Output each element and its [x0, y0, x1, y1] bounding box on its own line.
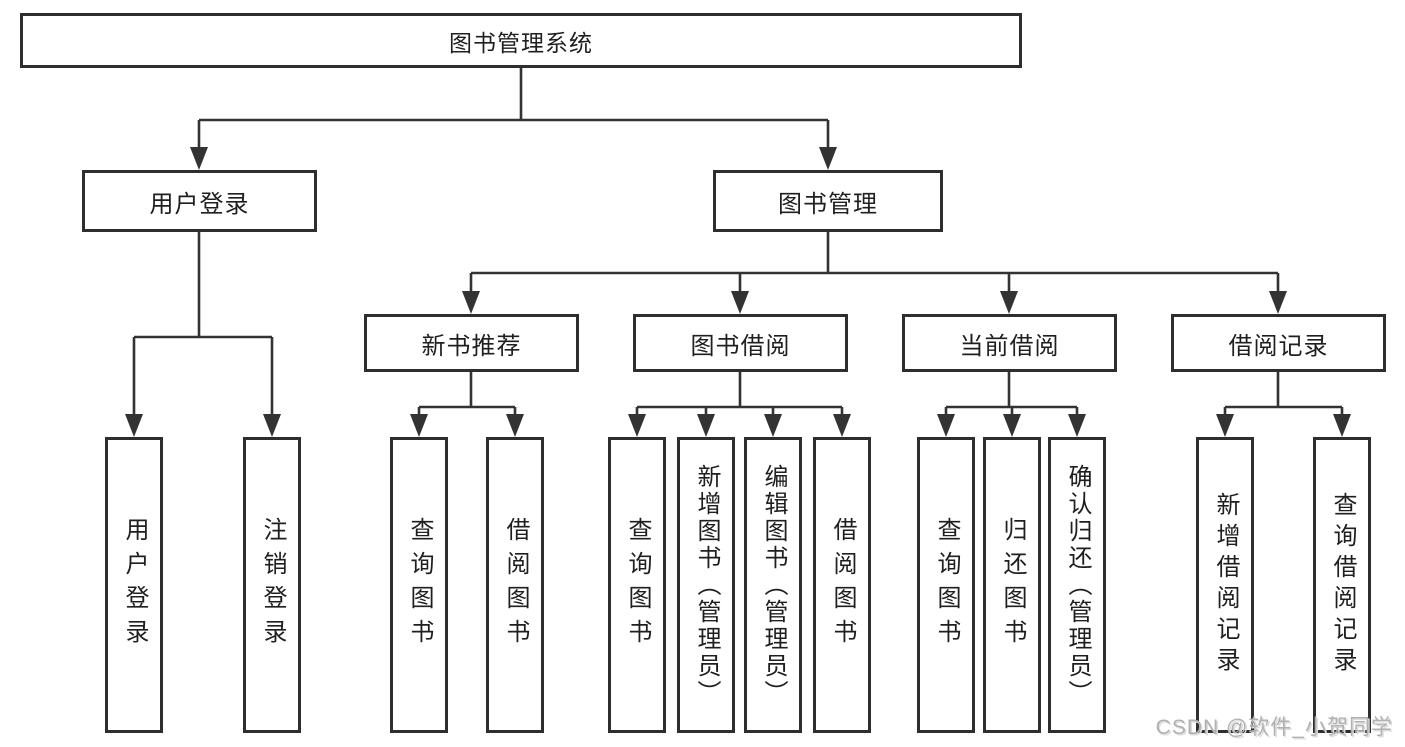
leaf-label: 新增图书（管理员）: [693, 463, 720, 707]
leaf-label: 借阅图书: [829, 517, 856, 653]
arrow-down-icon: [506, 414, 524, 437]
arrow-down-icon: [628, 414, 646, 437]
connector-lines: [132, 68, 1344, 433]
node-book-management: 图书管理: [713, 170, 943, 232]
node-label: 借阅记录: [1228, 332, 1329, 360]
node-book-borrowing: 图书借阅: [633, 314, 848, 372]
leaf-label: 用户登录: [121, 517, 148, 653]
arrow-down-icon: [1003, 414, 1021, 437]
arrow-down-icon: [819, 147, 837, 170]
leaf-add-borrow-record: 新增借阅记录: [1196, 437, 1254, 733]
node-label: 当前借阅: [959, 332, 1060, 360]
node-library-management-system: 图书管理系统: [20, 13, 1022, 68]
leaf-query-books-current: 查询图书: [917, 437, 975, 733]
leaf-add-book-admin: 新增图书（管理员）: [677, 437, 735, 733]
leaf-confirm-return-admin: 确认归还（管理员）: [1048, 437, 1106, 733]
node-label: 图书借阅: [690, 332, 791, 360]
leaf-borrow-books-borrowing: 借阅图书: [813, 437, 871, 733]
node-current-borrowing: 当前借阅: [902, 314, 1117, 372]
arrow-down-icon: [697, 414, 715, 437]
leaf-user-login: 用户登录: [105, 437, 163, 733]
leaf-query-books-borrowing: 查询图书: [608, 437, 666, 733]
arrow-down-icon: [462, 291, 480, 314]
leaf-logout: 注销登录: [243, 437, 301, 733]
leaf-label: 新增借阅记录: [1212, 492, 1239, 678]
arrow-down-icon: [764, 414, 782, 437]
arrow-down-icon: [125, 414, 143, 437]
node-label: 图书管理系统: [449, 29, 593, 56]
node-borrowing-records: 借阅记录: [1171, 314, 1386, 372]
leaf-edit-book-admin: 编辑图书（管理员）: [744, 437, 802, 733]
leaf-label: 查询图书: [406, 517, 433, 653]
arrow-down-icon: [833, 414, 851, 437]
arrow-down-icon: [1269, 291, 1287, 314]
leaf-label: 查询图书: [933, 517, 960, 653]
leaf-label: 确认归还（管理员）: [1064, 463, 1091, 707]
leaf-label: 归还图书: [999, 517, 1026, 653]
leaf-query-borrow-record: 查询借阅记录: [1313, 437, 1371, 733]
arrow-down-icon: [190, 147, 208, 170]
leaf-label: 借阅图书: [502, 517, 529, 653]
leaf-label: 注销登录: [259, 517, 286, 653]
arrow-down-icon: [1216, 414, 1234, 437]
leaf-label: 查询借阅记录: [1329, 492, 1356, 678]
leaf-label: 编辑图书（管理员）: [760, 463, 787, 707]
leaf-borrow-books-recommend: 借阅图书: [486, 437, 544, 733]
csdn-watermark: CSDN @软件_小贺同学: [1155, 716, 1393, 739]
arrowheads: [125, 147, 1351, 437]
node-label: 用户登录: [149, 190, 250, 218]
node-label: 图书管理: [778, 190, 878, 218]
arrow-down-icon: [263, 414, 281, 437]
node-new-book-recommend: 新书推荐: [364, 314, 579, 372]
node-user-login: 用户登录: [82, 170, 317, 232]
arrow-down-icon: [731, 291, 749, 314]
leaf-label: 查询图书: [624, 517, 651, 653]
leaf-return-books: 归还图书: [983, 437, 1041, 733]
leaf-query-books-recommend: 查询图书: [390, 437, 448, 733]
arrow-down-icon: [1333, 414, 1351, 437]
arrow-down-icon: [410, 414, 428, 437]
arrow-down-icon: [1000, 291, 1018, 314]
arrow-down-icon: [937, 414, 955, 437]
arrow-down-icon: [1068, 414, 1086, 437]
node-label: 新书推荐: [421, 332, 522, 360]
